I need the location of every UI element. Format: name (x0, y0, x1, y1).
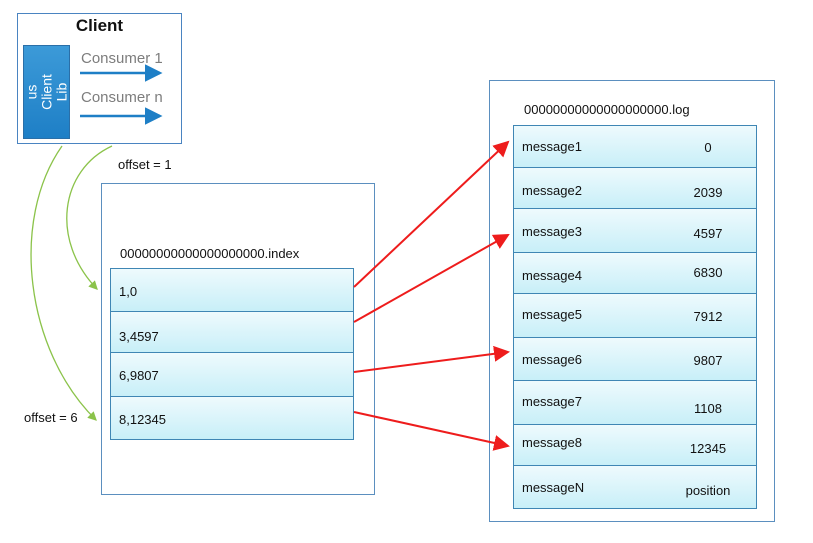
log-message-row: message3 4597 (513, 208, 757, 253)
offset-1-label: offset = 1 (118, 157, 172, 172)
log-message-position: 12345 (689, 441, 727, 456)
log-message-name: message8 (522, 435, 582, 450)
log-message-row: message7 1108 (513, 380, 757, 425)
log-message-name: message1 (522, 139, 582, 154)
index-entry: 8,12345 (110, 396, 354, 440)
log-message-position: 0 (704, 140, 712, 155)
index-pointer-arrow (353, 411, 510, 451)
log-message-name: message3 (522, 224, 582, 239)
log-message-row: message1 0 (513, 125, 757, 168)
client-lib-block: us Client Lib (23, 45, 70, 139)
log-message-row: message2 2039 (513, 167, 757, 209)
log-file-name: 00000000000000000000.log (524, 102, 690, 117)
log-message-position: 7912 (693, 309, 723, 324)
offset-6-label: offset = 6 (24, 410, 78, 425)
log-message-row: message4 6830 (513, 252, 757, 294)
log-message-row: message8 12345 (513, 424, 757, 466)
index-entry-text: 8,12345 (119, 412, 166, 427)
index-entry-text: 1,0 (119, 284, 138, 299)
log-message-position: 4597 (693, 226, 723, 241)
log-message-name: message5 (522, 307, 582, 322)
log-message-position: 2039 (693, 185, 723, 200)
offset-1-curve (66, 145, 113, 290)
index-pointer-arrow (353, 140, 510, 288)
log-message-name: messageN (522, 480, 585, 495)
index-entry: 1,0 (110, 268, 354, 312)
log-message-row: message5 7912 (513, 293, 757, 338)
consumer-n-label: Consumer n (81, 89, 163, 106)
log-message-name: message7 (522, 394, 582, 409)
log-message-name: message4 (522, 268, 582, 283)
log-message-name: message6 (522, 352, 582, 367)
log-message-position: 6830 (693, 265, 723, 280)
log-message-position: position (685, 483, 731, 498)
index-pointer-arrow (353, 345, 510, 373)
log-message-name: message2 (522, 183, 582, 198)
index-file-name: 00000000000000000000.index (120, 246, 300, 261)
consumer-1-label: Consumer 1 (81, 50, 163, 67)
index-entry-text: 6,9807 (119, 368, 159, 383)
log-message-row: messageN position (513, 465, 757, 509)
offset-6-curve (30, 145, 97, 421)
log-message-position: 1108 (694, 401, 722, 416)
index-entry: 3,4597 (110, 311, 354, 353)
client-title: Client (75, 16, 124, 35)
index-pointer-arrow (353, 234, 510, 323)
log-message-row: message6 9807 (513, 337, 757, 381)
log-message-position: 9807 (693, 353, 723, 368)
index-entry-text: 3,4597 (119, 329, 159, 344)
